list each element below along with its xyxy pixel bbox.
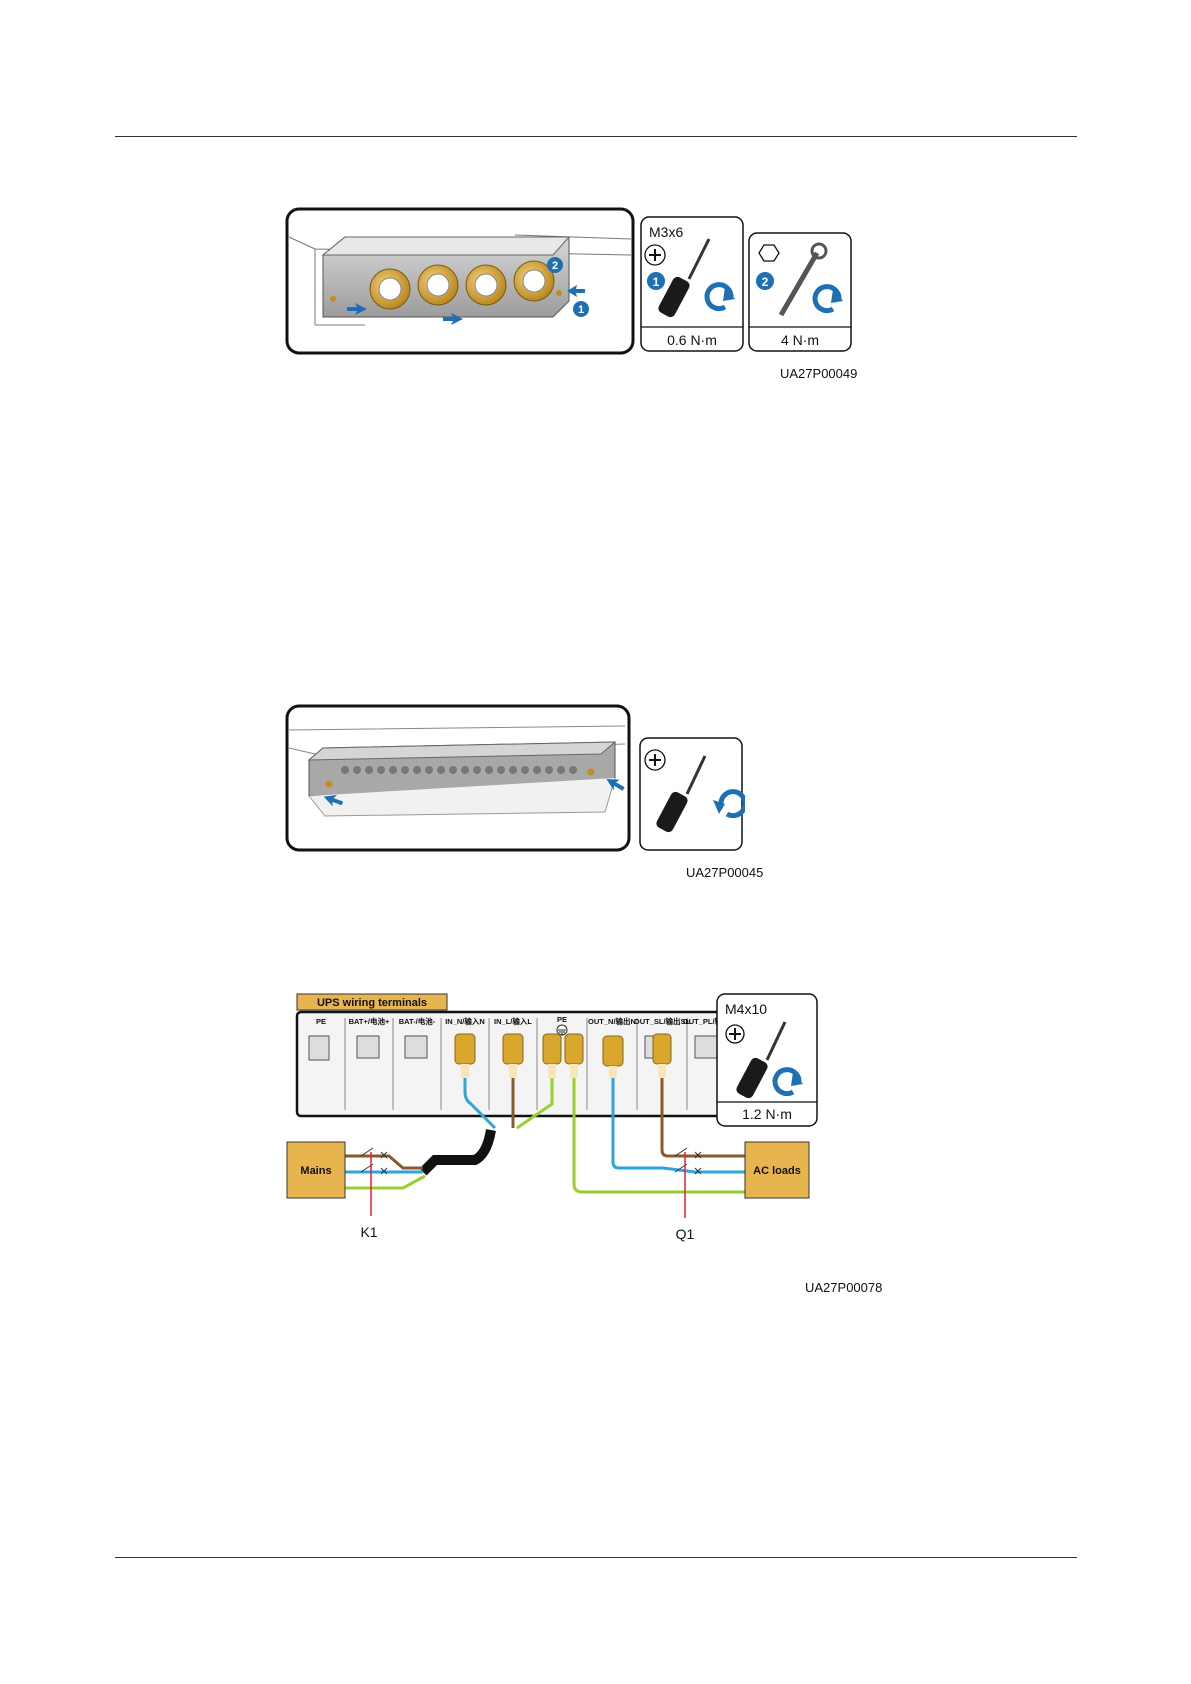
cable-gland	[370, 269, 410, 309]
terminal-block	[297, 1012, 775, 1116]
terminal-label: IN_L/输入L	[494, 1016, 532, 1026]
tool-box-screwdriver: M3x6 1 0.6 N·m	[641, 217, 743, 351]
step-number: 2	[762, 275, 769, 289]
switch-k1	[361, 1148, 387, 1216]
terminal-label: BAT-/电池-	[399, 1016, 436, 1026]
mains-label: Mains	[300, 1165, 331, 1177]
terminal-label: BAT+/电池+	[349, 1016, 390, 1026]
brass-lug	[503, 1034, 523, 1064]
tool-box-screwdriver: M4x10 1.2 N·m	[717, 994, 817, 1126]
cable-gland	[466, 265, 506, 305]
step-number: 1	[653, 275, 660, 289]
brass-lug	[653, 1034, 671, 1064]
terminal-label: PE	[557, 1015, 567, 1024]
figure-code: UA27P00078	[805, 1280, 882, 1295]
terminal-label: OUT_N/输出N	[588, 1016, 636, 1026]
screw-spec: M4x10	[725, 1001, 767, 1017]
figure-cover-remove	[285, 704, 745, 854]
cable-gland	[418, 265, 458, 305]
figure-code: UA27P00045	[686, 865, 763, 880]
figure-code: UA27P00049	[780, 366, 857, 381]
switch-q1	[675, 1148, 701, 1218]
torque-value: 0.6 N·m	[667, 332, 717, 348]
brass-lug	[455, 1034, 475, 1064]
step-number: 1	[578, 304, 584, 316]
switch-label: K1	[360, 1224, 377, 1240]
tool-box-wrench: 2 4 N·m	[749, 233, 851, 351]
brass-lug	[603, 1036, 623, 1066]
step-number: 2	[552, 260, 558, 272]
brass-lug	[543, 1034, 561, 1064]
torque-value: 1.2 N·m	[742, 1106, 792, 1122]
footer-rule	[115, 1557, 1077, 1558]
brass-lug	[565, 1034, 583, 1064]
tool-box-screwdriver	[640, 738, 745, 850]
figure-wiring-diagram: UPS wiring terminals PE BAT+/电池+ BAT-/电池…	[285, 992, 885, 1270]
banner-label: UPS wiring terminals	[317, 997, 427, 1009]
terminal-label: IN_N/输入N	[445, 1016, 485, 1026]
figure-cover-install: 2 1 M3x6 1 0.6 N·m 2 4	[285, 207, 855, 357]
header-rule	[115, 136, 1077, 137]
switch-label: Q1	[676, 1226, 695, 1242]
ac-loads-label: AC loads	[753, 1165, 801, 1177]
terminal-label: PE	[316, 1017, 326, 1026]
torque-value: 4 N·m	[781, 332, 819, 348]
screw-spec: M3x6	[649, 224, 683, 240]
